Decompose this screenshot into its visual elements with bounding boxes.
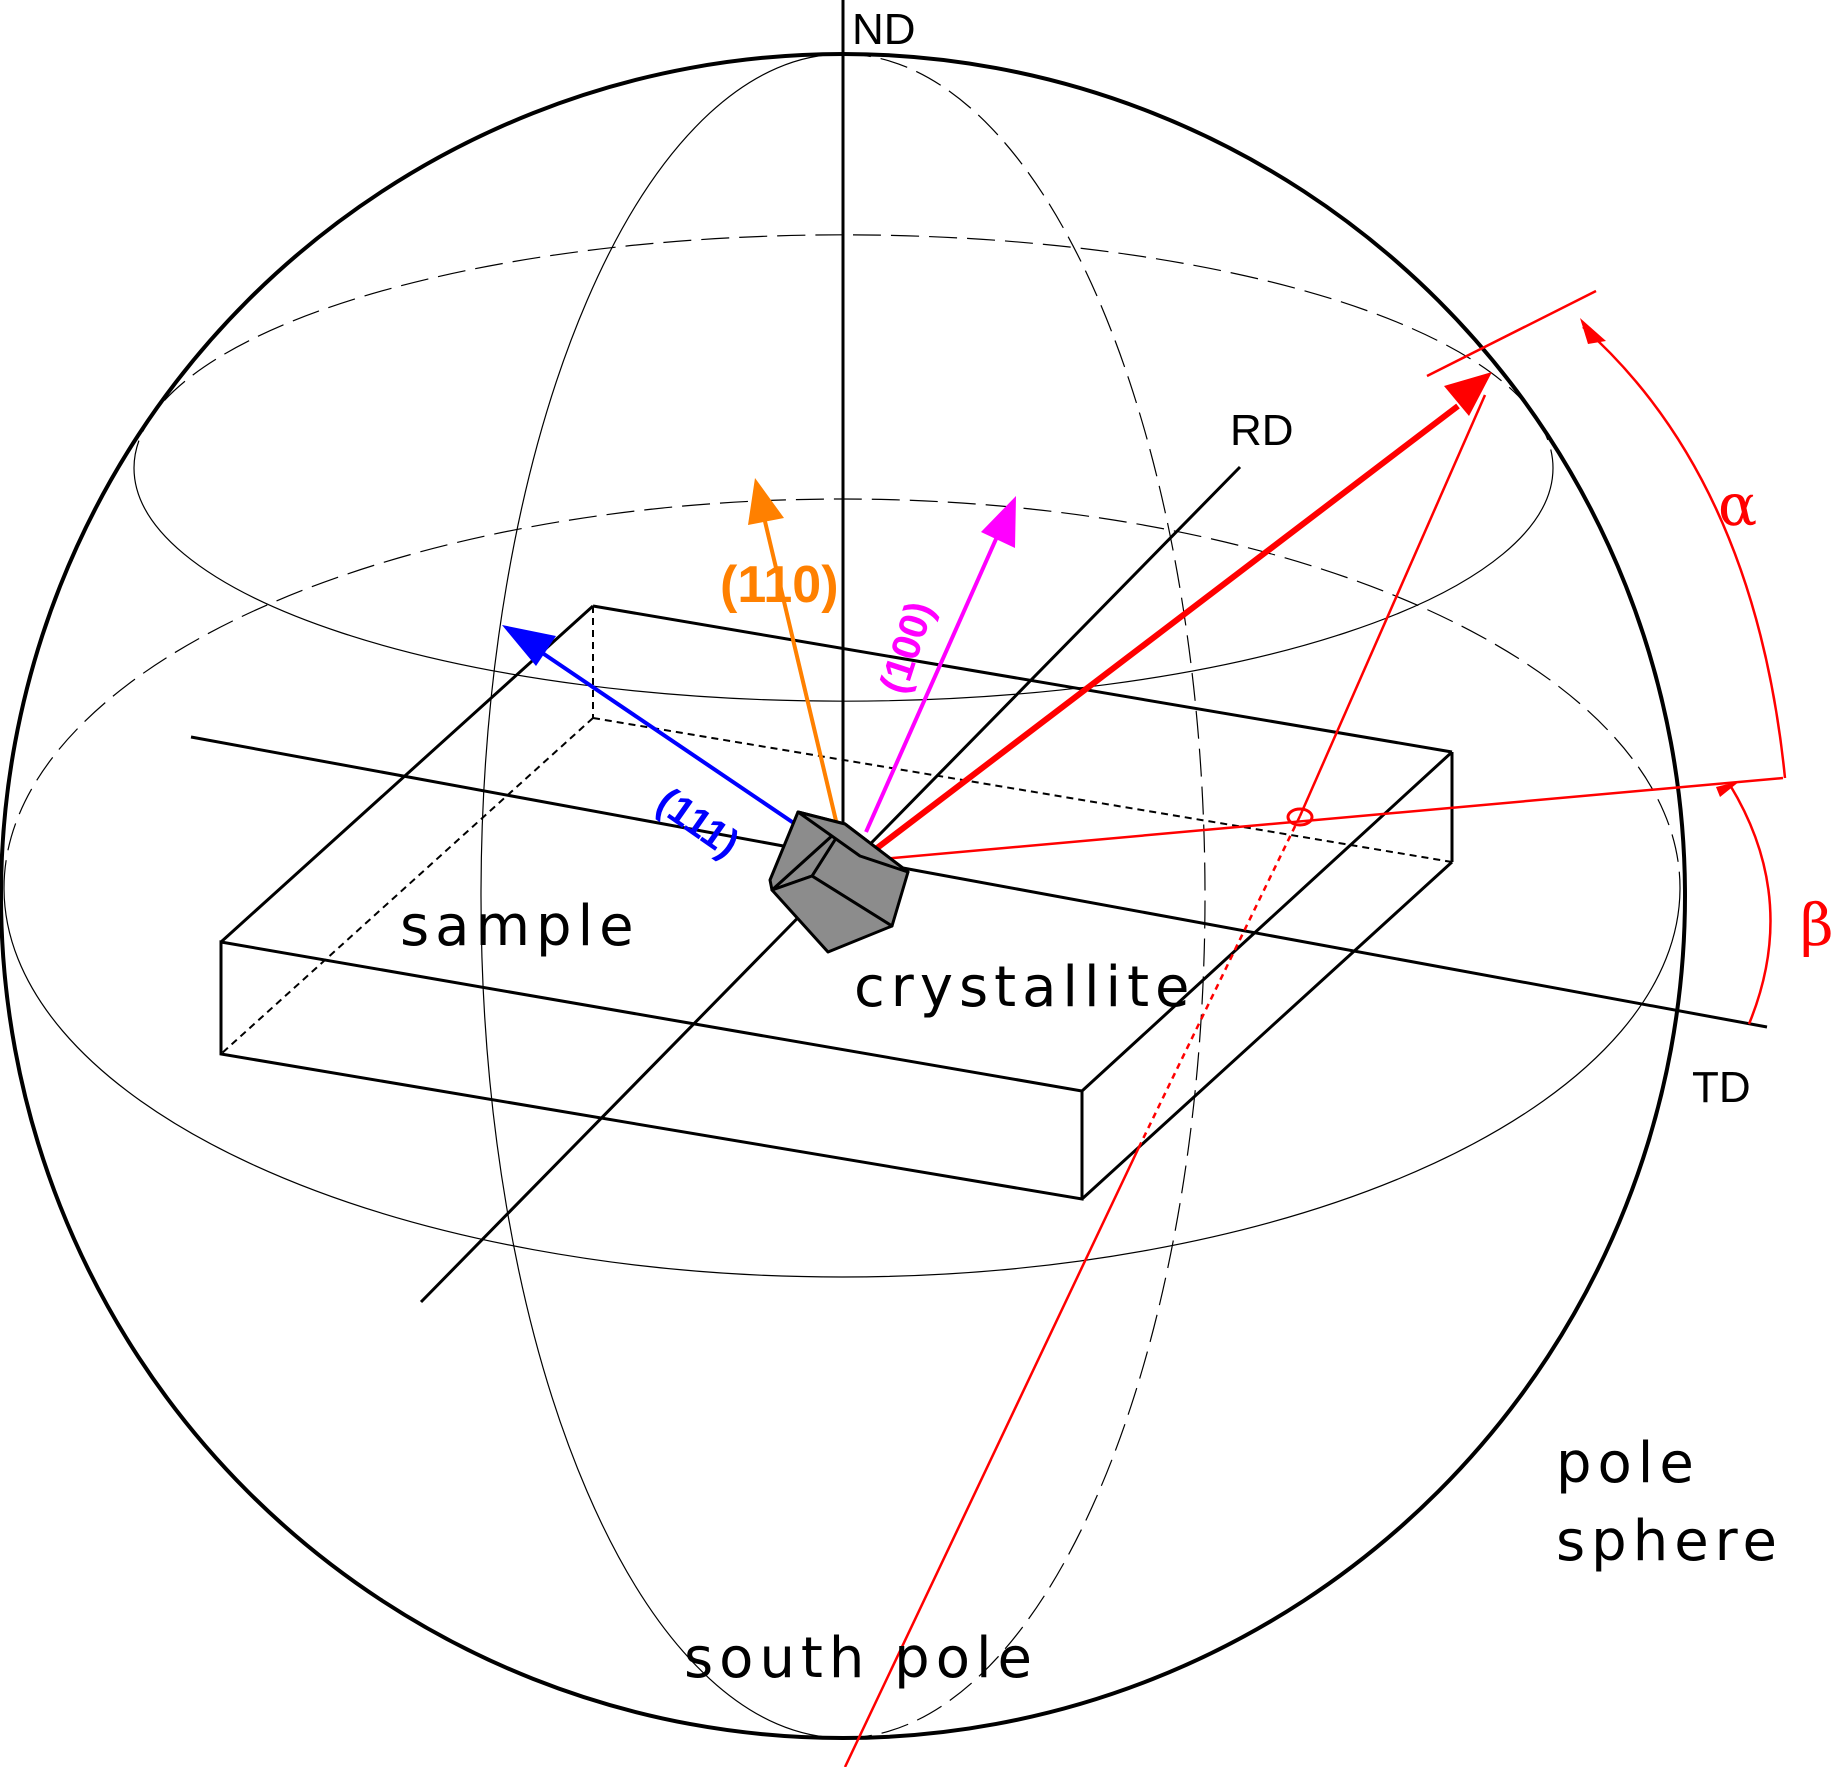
meridian bbox=[480, 53, 1206, 1739]
pole-sphere-label-line2: sphere bbox=[1556, 1509, 1783, 1574]
normal-100-arrowhead bbox=[981, 496, 1016, 548]
pole-arrowhead bbox=[1444, 372, 1492, 416]
pole-arrow bbox=[858, 403, 1460, 864]
alpha-reference-line bbox=[1426, 289, 1597, 378]
normal-110-arrow bbox=[761, 512, 839, 826]
alpha-arc bbox=[1582, 326, 1787, 779]
projection-line-upper bbox=[1298, 394, 1487, 817]
alpha-label: α bbox=[1718, 471, 1757, 539]
pole-projection bbox=[843, 289, 1787, 1767]
td-axis bbox=[190, 735, 1768, 1029]
crystallite-cube bbox=[768, 810, 910, 954]
normal-100-arrow bbox=[864, 529, 1002, 833]
projection-line-dashed bbox=[1138, 815, 1302, 1146]
rd-label: RD bbox=[1230, 406, 1294, 455]
td-label: TD bbox=[1692, 1063, 1751, 1112]
nd-label: ND bbox=[852, 5, 916, 54]
normal-111-arrowhead bbox=[502, 625, 556, 666]
projection-line-lower bbox=[843, 1144, 1142, 1767]
pole-azimuth-line bbox=[859, 776, 1784, 863]
beta-arc bbox=[1728, 784, 1772, 1025]
pole-sphere-label-line1: pole bbox=[1556, 1431, 1700, 1496]
plane-110-label: (110) bbox=[720, 556, 839, 614]
crystallite-label: crystallite bbox=[854, 955, 1196, 1020]
sample-label: sample bbox=[400, 894, 640, 959]
plane-111-label: (111) bbox=[649, 779, 747, 866]
normal-111-arrow bbox=[536, 648, 806, 832]
beta-label: β bbox=[1800, 891, 1834, 959]
south-pole-label: south pole bbox=[684, 1626, 1038, 1691]
alpha-arrowhead bbox=[1580, 318, 1606, 344]
projected-pole-point bbox=[1286, 807, 1314, 827]
normal-110-arrowhead bbox=[748, 478, 784, 525]
beta-arrowhead bbox=[1716, 781, 1740, 797]
